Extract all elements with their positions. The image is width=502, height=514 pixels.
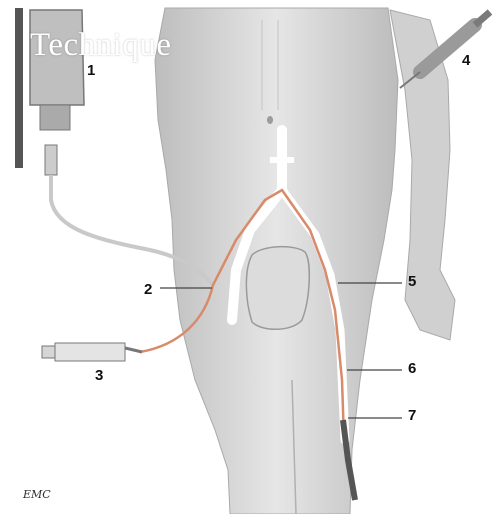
label-3: 3	[95, 367, 103, 384]
page-title: Technique	[30, 27, 171, 64]
label-1: 1	[87, 62, 95, 79]
label-7: 7	[408, 407, 416, 424]
lower-syringe	[42, 343, 142, 361]
iv-pole	[15, 8, 23, 168]
navel	[267, 116, 273, 124]
label-2: 2	[144, 281, 152, 298]
bladder	[246, 247, 309, 330]
label-4: 4	[462, 52, 470, 69]
label-6: 6	[408, 360, 416, 377]
emc-logo: EMC	[23, 488, 51, 501]
label-5: 5	[408, 273, 416, 290]
